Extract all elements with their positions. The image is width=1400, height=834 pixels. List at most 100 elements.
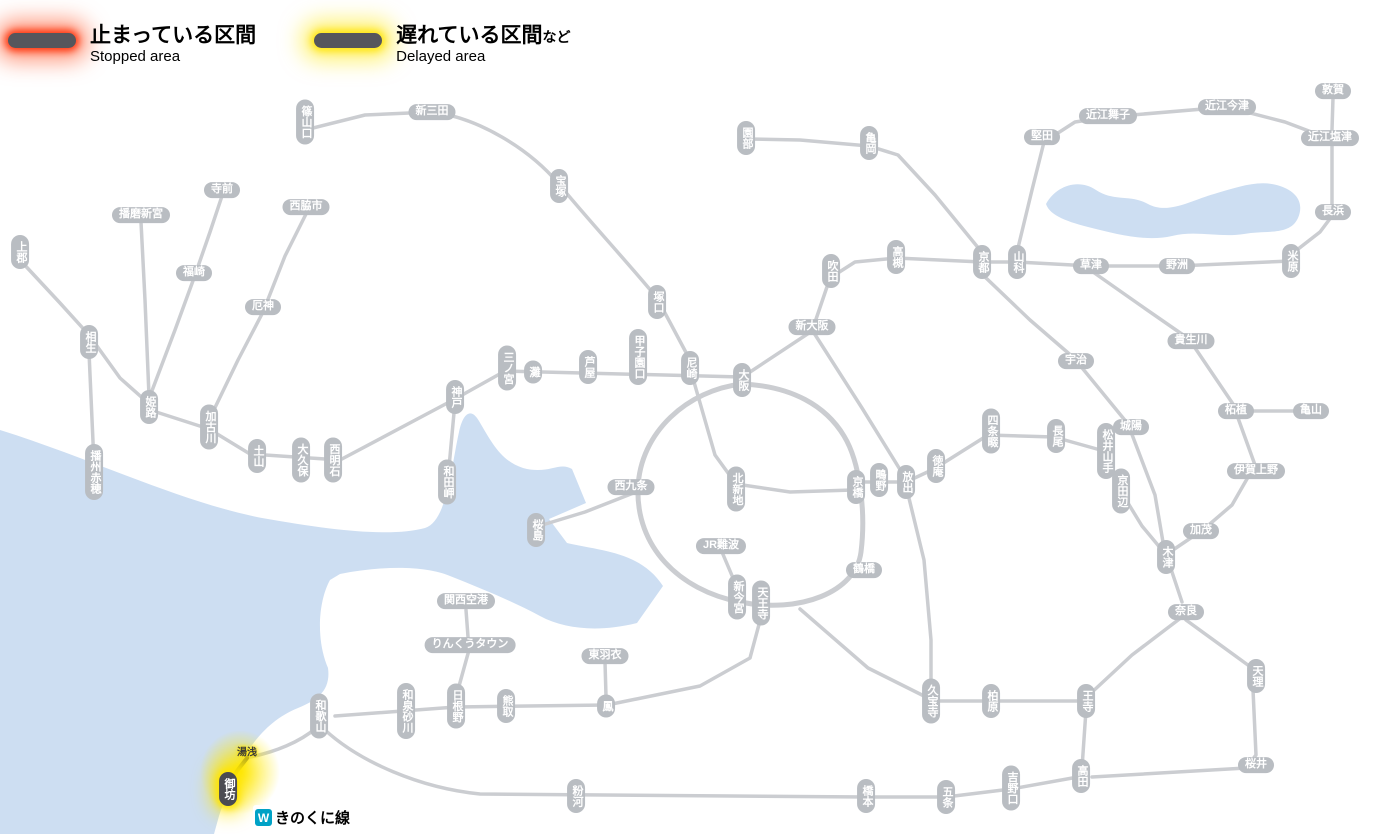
station-播磨新宮: 播磨新宮 [112,207,170,223]
station-相生: 相生 [80,325,98,359]
rail-kishin [139,220,151,398]
station-近江塩津: 近江塩津 [1301,130,1359,146]
kinokuni-line-name: きのくに線 [275,810,351,827]
station-鶴橋: 鶴橋 [846,562,882,578]
station-関西空港: 関西空港 [437,593,495,609]
kinokuni-line-badge-icon: W [255,809,272,826]
station-山科: 山科 [1008,245,1026,279]
station-JR難波: JR難波 [695,538,747,554]
station-西脇市: 西脇市 [282,199,330,215]
rail-yamatoji [798,607,930,700]
station-柘植: 柘植 [1218,403,1254,419]
station-塚口: 塚口 [648,285,666,319]
rail-wakayama-line [323,728,1080,799]
station-東羽衣: 東羽衣 [581,648,629,664]
station-木津: 木津 [1157,540,1175,574]
station-橋本: 橋本 [857,779,875,813]
station-土山: 土山 [248,439,266,473]
water-layer [0,183,1301,834]
station-柏原: 柏原 [982,684,1000,718]
station-伊賀上野: 伊賀上野 [1227,463,1285,479]
station-久宝寺: 久宝寺 [922,678,940,724]
station-北新地: 北新地 [727,466,745,512]
rail-oji-takada [1080,708,1088,770]
station-姫路: 姫路 [140,390,158,424]
station-加古川: 加古川 [200,404,218,450]
station-奈良: 奈良 [1168,604,1204,620]
rail-kyoto-biwako [742,256,1293,378]
station-篠山口: 篠山口 [296,99,314,145]
legend: 止まっている区間 Stopped area 遅れている区間など Delayed … [8,24,570,66]
station-亀岡: 亀岡 [860,126,878,160]
rail-yumesaki [537,490,638,528]
station-近江舞子: 近江舞子 [1079,108,1137,124]
delayed-segment-swatch [314,33,383,48]
station-五条: 五条 [937,780,955,814]
station-神戸: 神戸 [446,380,464,414]
station-京橋: 京橋 [847,470,865,504]
station-王寺: 王寺 [1077,684,1095,718]
station-新大阪: 新大阪 [788,319,836,335]
station-京都: 京都 [973,245,991,279]
station-長浜: 長浜 [1315,204,1351,220]
station-新今宮: 新今宮 [728,574,746,620]
legend-stopped-title: 止まっている区間 [90,24,257,47]
rail-kusatsu-line [1091,270,1235,406]
station-和泉砂川: 和泉砂川 [397,683,415,739]
rail-osakahigashi-south [905,488,933,697]
legend-delayed: 遅れている区間など Delayed area [314,24,570,66]
station-高田: 高田 [1072,759,1090,793]
station-天王寺: 天王寺 [752,580,770,626]
station-日根野: 日根野 [447,683,465,729]
station-粉河: 粉河 [567,779,585,813]
station-近江今津: 近江今津 [1198,99,1256,115]
station-寺前: 寺前 [204,182,240,198]
station-野洲: 野洲 [1159,258,1195,274]
station-尼崎: 尼崎 [681,351,699,385]
station-桜島: 桜島 [527,513,545,547]
rail-hokuriku [1330,96,1335,132]
station-西九条: 西九条 [607,479,655,495]
station-松井山手: 松井山手 [1097,423,1115,479]
station-敦賀: 敦賀 [1315,83,1351,99]
station-芦屋: 芦屋 [579,350,597,384]
station-大阪: 大阪 [733,363,751,397]
lake-biwa [1046,183,1301,239]
rail-osaka-loop [635,381,866,608]
station-和歌山: 和歌山 [310,693,328,739]
legend-delayed-title-suffix: など [542,29,571,45]
station-湯浅: 湯浅 [237,747,257,759]
station-福崎: 福崎 [176,265,212,281]
station-草津: 草津 [1073,258,1109,274]
rail-biwako-north [1291,143,1334,255]
rail-hagoromo [603,660,608,698]
station-吹田: 吹田 [822,254,840,288]
station-放出: 放出 [897,465,915,499]
station-大久保: 大久保 [292,437,310,483]
station-長尾: 長尾 [1047,419,1065,453]
station-堅田: 堅田 [1024,129,1060,145]
legend-stopped: 止まっている区間 Stopped area [8,24,256,66]
sea-osaka-bay [0,413,663,834]
kinokuni-line-label[interactable]: W きのくに線 [253,805,356,830]
station-上郡: 上郡 [11,235,29,269]
station-徳庵: 徳庵 [927,449,945,483]
station-新三田: 新三田 [408,104,456,120]
station-甲子園口: 甲子園口 [629,329,647,385]
station-加茂: 加茂 [1183,523,1219,539]
station-四条畷: 四条畷 [982,408,1000,454]
station-三ノ宮: 三ノ宮 [498,345,516,391]
station-西明石: 西明石 [324,437,342,483]
station-京田辺: 京田辺 [1112,468,1130,514]
station-城陽: 城陽 [1113,419,1149,435]
rail-sagano [746,137,982,252]
station-園部: 園部 [737,121,755,155]
legend-delayed-title: 遅れている区間など [396,24,571,47]
station-吉野口: 吉野口 [1002,765,1020,811]
station-灘: 灘 [524,360,542,384]
station-貴生川: 貴生川 [1167,333,1215,349]
station-和田岬: 和田岬 [438,459,456,505]
legend-stopped-subtitle: Stopped area [90,48,181,66]
station-熊取: 熊取 [497,689,515,723]
